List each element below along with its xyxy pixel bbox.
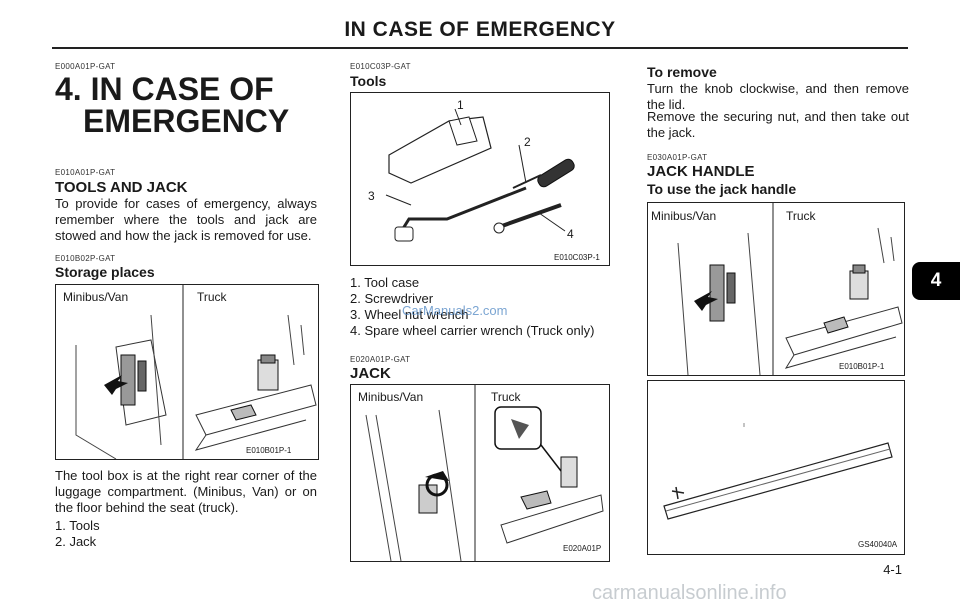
list-item: 4. Spare wheel carrier wrench (Truck onl… [350,323,595,338]
figure-label-truck: Truck [491,390,521,404]
tools-heading: Tools [350,73,387,89]
figure-code: E010C03P-1 [554,253,600,262]
figure-label-minibus-van: Minibus/Van [63,290,129,304]
chapter-code: E000A01P-GAT [55,62,116,71]
watermark-bottom: carmanualsonline.info [592,582,787,604]
jack-figure: Minibus/Van Truck E020A01P [350,384,610,562]
callout-1: 1 [457,98,464,112]
list-item: 2. Jack [55,534,97,549]
jack-heading: JACK [350,365,391,382]
figure-label-truck: Truck [197,290,227,304]
tools-and-jack-code: E010A01P-GAT [55,168,116,177]
storage-places-figure: Minibus/Van Truck E010B01P-1 [55,284,319,460]
tools-figure: 1 2 3 4 E010C03P-1 [350,92,610,266]
figure-code: E010B01P-1 [839,362,885,371]
figure-code: GS40040A [858,540,898,549]
jack-illustration [365,385,604,561]
jack-handle-heading: JACK HANDLE [647,163,755,180]
callout-4: 4 [567,227,574,241]
storage-items-list: 1. Tools 2. Jack [55,518,100,550]
list-item: 2. Screwdriver [350,291,434,306]
watermark-top: CarManuals2.com [402,303,508,318]
jack-handle-rod-illustration [663,423,893,520]
jack-handle-figure: Minibus/Van Truck E010B01P-1 [647,202,905,376]
callout-3: 3 [368,189,375,203]
chapter-tab: 4 [912,262,960,300]
to-remove-text-2: Remove the securing nut, and then take o… [647,109,909,140]
storage-description: The tool box is at the right rear corner… [55,468,317,515]
jack-handle-illustration [677,203,903,375]
to-remove-heading: To remove [647,64,717,80]
list-item: 1. Tools [55,518,100,533]
chapter-title-line2: EMERGENCY [83,103,290,139]
tools-code: E010C03P-GAT [350,62,411,71]
figure-code: E020A01P [563,544,602,553]
figure-label-minibus-van: Minibus/Van [358,390,424,404]
chapter-title-line1: 4. IN CASE OF [55,71,274,107]
figure-code: E010B01P-1 [246,446,292,455]
jack-handle-subheading: To use the jack handle [647,181,797,197]
header-rule [52,47,908,49]
jack-handle-code: E030A01P-GAT [647,153,708,162]
figure-label-minibus-van: Minibus/Van [651,209,717,223]
storage-places-code: E010B02P-GAT [55,254,116,263]
callout-2: 2 [524,135,531,149]
to-remove-text-1: Turn the knob clockwise, and then remove… [647,81,909,112]
page-number: 4-1 [883,562,902,577]
list-item: 3. Wheel nut wrench [350,307,469,322]
page-header-title: IN CASE OF EMERGENCY [344,18,616,41]
tools-list: 1. Tool case 2. Screwdriver 3. Wheel nut… [350,275,594,339]
tools-and-jack-heading: TOOLS AND JACK [55,179,188,196]
tools-illustration [385,108,575,242]
storage-places-heading: Storage places [55,264,155,280]
jack-handle-rod-figure: GS40040A [647,380,905,555]
tools-and-jack-text: To provide for cases of emergency, alway… [55,196,317,243]
jack-code: E020A01P-GAT [350,355,411,364]
list-item: 1. Tool case [350,275,420,290]
figure-label-truck: Truck [786,209,816,223]
storage-places-illustration [75,285,317,459]
